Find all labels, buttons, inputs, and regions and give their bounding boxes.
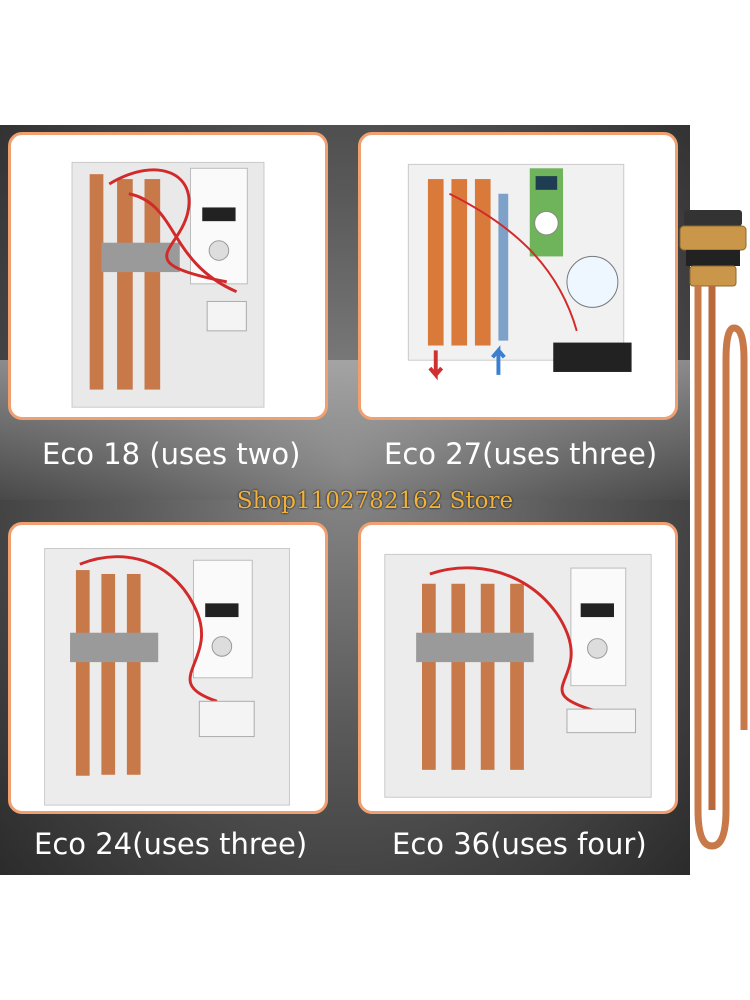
store-watermark: Shop1102782162 Store xyxy=(236,488,514,514)
caption-eco-27: Eco 27(uses three) xyxy=(384,437,658,471)
panel-eco-36 xyxy=(358,522,678,814)
heater-illustration xyxy=(44,548,290,806)
heater-diagram xyxy=(407,163,632,381)
panel-eco-27 xyxy=(358,132,678,420)
caption-eco-36: Eco 36(uses four) xyxy=(392,827,647,861)
panel-eco-24 xyxy=(8,522,328,814)
heater-illustration xyxy=(384,553,652,798)
heating-element-image xyxy=(672,210,750,850)
heater-illustration xyxy=(71,161,265,408)
panel-eco-18 xyxy=(8,132,328,420)
caption-eco-24: Eco 24(uses three) xyxy=(34,827,308,861)
caption-eco-18: Eco 18 (uses two) xyxy=(42,437,301,471)
